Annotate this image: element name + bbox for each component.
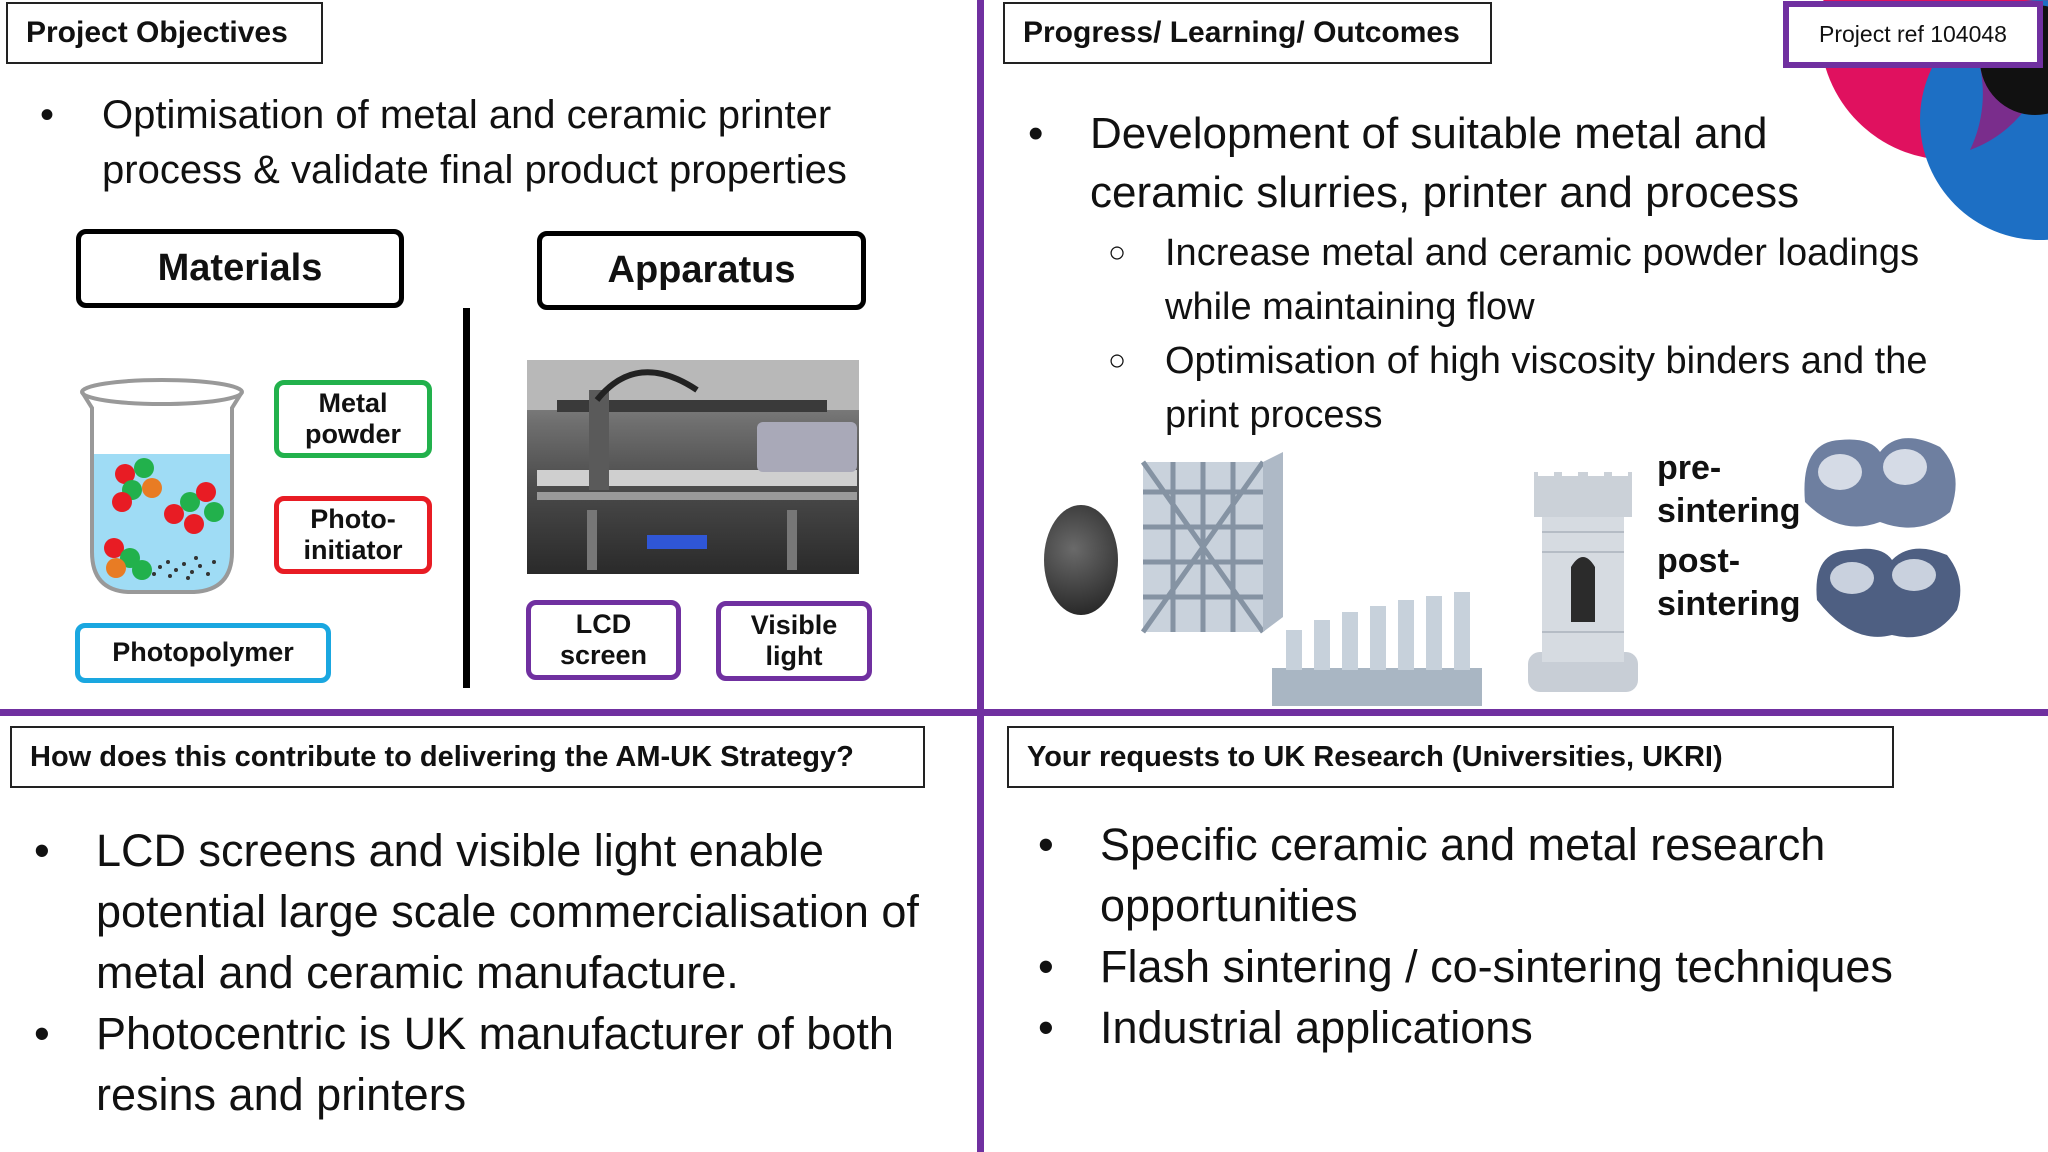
progress-text: Development of suitable metal and cerami… <box>1090 109 1800 217</box>
printer-photo <box>527 360 859 574</box>
bullet-icon: • <box>34 825 50 876</box>
list-item: • LCD screens and visible light enable p… <box>26 820 966 1003</box>
visible-light-label: Visible light <box>716 601 872 681</box>
materials-apparatus-separator <box>463 308 470 688</box>
pre-sintering-label: pre-sintering <box>1657 449 1801 530</box>
castle-tower-image <box>1508 452 1658 692</box>
comb-part-image <box>1272 590 1482 706</box>
vertical-divider <box>977 0 984 1152</box>
requests-title: Your requests to UK Research (Universiti… <box>1007 726 1894 788</box>
bullet-icon: • <box>1038 819 1054 870</box>
list-item: • Photocentric is UK manufacturer of bot… <box>26 1003 966 1125</box>
photo-initiator-label: Photo-initiator <box>274 496 432 574</box>
post-sintering-label: post-sintering <box>1657 542 1801 623</box>
list-item: • Development of suitable metal and cera… <box>1020 104 1880 222</box>
lcd-screen-label: LCD screen <box>526 600 681 680</box>
circle-bullet-icon: ○ <box>1108 344 1127 377</box>
progress-bullets: • Development of suitable metal and cera… <box>1020 104 1880 222</box>
bullet-icon: • <box>1028 109 1044 158</box>
list-item: ○ Optimisation of high viscosity binders… <box>1020 334 1950 442</box>
circle-bullet-icon: ○ <box>1108 236 1127 269</box>
horizontal-divider <box>0 709 2048 716</box>
requests-bullets: • Specific ceramic and metal research op… <box>1030 814 2030 1058</box>
metal-disc-image <box>1044 505 1118 615</box>
lattice-cube-image <box>1138 452 1288 642</box>
materials-heading: Materials <box>76 229 404 308</box>
request-text: Specific ceramic and metal research oppo… <box>1100 819 1826 931</box>
photopolymer-label: Photopolymer <box>75 623 331 683</box>
list-item: • Industrial applications <box>1030 997 2030 1058</box>
objectives-bullets: • Optimisation of metal and ceramic prin… <box>32 88 932 198</box>
objectives-title: Project Objectives <box>6 2 323 64</box>
bullet-icon: • <box>1038 1002 1054 1053</box>
post-sintering-teeth-image <box>1812 540 1964 645</box>
pre-sintering-teeth-image <box>1800 432 1960 537</box>
apparatus-heading: Apparatus <box>537 231 866 310</box>
bullet-icon: • <box>40 93 55 137</box>
objective-text: Optimisation of metal and ceramic printe… <box>102 93 847 192</box>
list-item: ○ Increase metal and ceramic powder load… <box>1020 226 1950 334</box>
sub-bullet-text: Increase metal and ceramic powder loadin… <box>1165 232 1920 328</box>
strategy-text: LCD screens and visible light enable pot… <box>96 825 919 998</box>
beaker-illustration <box>70 362 250 602</box>
progress-sub-bullets: ○ Increase metal and ceramic powder load… <box>1020 226 1950 442</box>
project-ref-badge: Project ref 104048 <box>1783 1 2043 68</box>
strategy-bullets: • LCD screens and visible light enable p… <box>26 820 966 1125</box>
list-item: • Flash sintering / co-sintering techniq… <box>1030 936 2030 997</box>
request-text: Industrial applications <box>1100 1002 1533 1053</box>
list-item: • Optimisation of metal and ceramic prin… <box>32 88 932 198</box>
bullet-icon: • <box>34 1008 50 1059</box>
metal-powder-label: Metal powder <box>274 380 432 458</box>
sub-bullet-text: Optimisation of high viscosity binders a… <box>1165 340 1928 436</box>
progress-title: Progress/ Learning/ Outcomes <box>1003 2 1492 64</box>
request-text: Flash sintering / co-sintering technique… <box>1100 941 1893 992</box>
bullet-icon: • <box>1038 941 1054 992</box>
list-item: • Specific ceramic and metal research op… <box>1030 814 2030 936</box>
strategy-text: Photocentric is UK manufacturer of both … <box>96 1008 894 1120</box>
strategy-title: How does this contribute to delivering t… <box>10 726 925 788</box>
